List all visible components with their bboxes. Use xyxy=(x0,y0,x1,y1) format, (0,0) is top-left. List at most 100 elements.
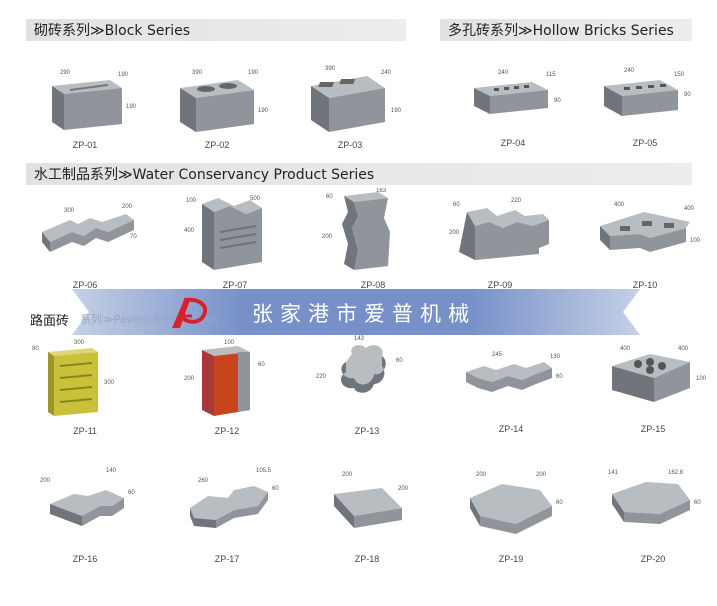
hexagon-paver-image: 260 105.5 60 xyxy=(190,468,279,528)
product-zp-09: 60 220 200 ZP-09 xyxy=(445,192,555,302)
hollow-brick-image: 240 150 90 xyxy=(604,68,691,116)
section-title: 水工制品系列≫Water Conservancy Product Series xyxy=(34,167,375,183)
product-zp-13: 143 220 60 ZP-13 xyxy=(312,332,422,442)
h-block-image: 60 163 200 xyxy=(322,188,390,270)
dim-height: 200 xyxy=(449,230,460,236)
dim-height: 100 xyxy=(690,238,700,244)
square-paver-image: 200 200 xyxy=(334,472,409,528)
dim-length: 390 xyxy=(192,70,203,76)
dim-length: 200 xyxy=(40,478,51,484)
dim-height: 220 xyxy=(316,374,327,380)
product-zp-20: 141 162.8 60 ZP-20 xyxy=(598,464,708,574)
dim-width: 105.5 xyxy=(256,468,272,474)
dim-width: 140 xyxy=(106,468,117,474)
section-header-block: 砌砖系列≫Block Series xyxy=(26,19,406,41)
dim-length: 240 xyxy=(624,68,635,74)
dim-length: 260 xyxy=(198,478,209,484)
section-title-paving: 路面砖 xyxy=(30,314,70,329)
red-paver-image: 100 200 60 xyxy=(184,340,265,416)
dim-height: 70 xyxy=(130,234,137,240)
section-header-water: 水工制品系列≫Water Conservancy Product Series xyxy=(26,163,692,185)
dim-height: 60 xyxy=(272,486,279,492)
product-code: ZP-04 xyxy=(500,138,526,148)
product-code: ZP-16 xyxy=(72,554,98,564)
company-banner xyxy=(72,289,640,335)
dim-length: 290 xyxy=(60,70,71,76)
interlock-slope-image: 60 220 200 xyxy=(449,198,549,260)
product-code: ZP-09 xyxy=(487,280,513,290)
grass-paver-image: 400 400 100 xyxy=(612,346,707,402)
product-code: ZP-13 xyxy=(354,426,380,436)
dim-width: 130 xyxy=(550,354,561,360)
dim-width: 500 xyxy=(250,196,261,202)
dim-height: 200 xyxy=(184,376,195,382)
dim-thickness: 60 xyxy=(396,358,403,364)
product-code: ZP-08 xyxy=(360,280,386,290)
product-code: ZP-10 xyxy=(632,280,658,290)
product-code: ZP-02 xyxy=(204,140,230,150)
product-zp-03: 390 240 190 ZP-03 xyxy=(295,52,405,162)
slope-block-image: 100 500 400 xyxy=(184,196,262,270)
dim-thickness: 60 xyxy=(453,202,460,208)
dim-height: 190 xyxy=(126,104,137,110)
dim-height: 60 xyxy=(556,500,563,506)
dim-height: 190 xyxy=(258,108,269,114)
product-code: ZP-19 xyxy=(498,554,524,564)
dim-height: 200 xyxy=(322,234,333,240)
dim-width: 190 xyxy=(248,70,259,76)
dim-thickness: 60 xyxy=(326,194,333,200)
dim-width: 400 xyxy=(678,346,689,352)
product-code: ZP-03 xyxy=(337,140,363,150)
dim-thickness: 100 xyxy=(186,198,197,204)
product-zp-06: 300 200 70 ZP-06 xyxy=(30,192,140,302)
product-code: ZP-15 xyxy=(640,424,666,434)
dim-width: 200 xyxy=(536,472,547,478)
pentagon-paver-image: 141 162.8 60 xyxy=(608,470,701,524)
dim-length: 245 xyxy=(492,352,503,358)
product-zp-14: 245 130 60 ZP-14 xyxy=(456,336,566,446)
dim-height: 400 xyxy=(184,228,195,234)
dim-length: 400 xyxy=(614,202,625,208)
product-zp-12: 100 200 60 ZP-12 xyxy=(172,336,282,446)
tactile-paver-image: 80 300 300 xyxy=(32,340,115,416)
dim-width: 190 xyxy=(118,72,129,78)
wave-paver-image: 245 130 60 xyxy=(466,352,563,392)
company-logo-icon xyxy=(172,297,208,328)
dim-length: 200 xyxy=(342,472,353,478)
dim-height: 190 xyxy=(391,108,402,114)
dim-length: 240 xyxy=(498,70,509,76)
product-zp-01: 290 190 190 ZP-01 xyxy=(30,52,140,162)
product-code: ZP-18 xyxy=(354,554,380,564)
block-brick-image: 390 240 190 xyxy=(311,66,402,132)
dim-width: 143 xyxy=(354,336,365,342)
product-zp-08: 60 163 200 ZP-08 xyxy=(318,188,428,298)
product-zp-18: 200 200 ZP-18 xyxy=(312,464,422,574)
dim-length: 390 xyxy=(325,66,336,72)
product-code: ZP-01 xyxy=(72,140,98,150)
dim-width: 150 xyxy=(674,72,685,78)
dim-width: 200 xyxy=(398,486,409,492)
product-zp-19: 200 200 60 ZP-19 xyxy=(456,464,566,574)
dim-height: 90 xyxy=(554,98,561,104)
trilobe-paver-image: 143 220 60 xyxy=(316,336,403,393)
product-zp-04: 240 115 90 ZP-04 xyxy=(458,52,568,162)
dim-width: 220 xyxy=(511,198,522,204)
block-brick-image: 290 190 190 xyxy=(52,70,137,130)
dim-length: 141 xyxy=(608,470,619,476)
dim-height: 60 xyxy=(556,374,563,380)
dim-length: 400 xyxy=(620,346,631,352)
product-zp-05: 240 150 90 ZP-05 xyxy=(590,52,700,162)
product-code: ZP-17 xyxy=(214,554,240,564)
product-zp-11: 80 300 300 ZP-11 xyxy=(30,336,140,446)
grid-block-image: 400 400 100 xyxy=(600,202,700,252)
dim-width: 200 xyxy=(122,204,133,210)
dim-width: 300 xyxy=(74,340,85,346)
dim-width: 400 xyxy=(684,206,695,212)
dim-height: 60 xyxy=(694,500,701,506)
interlock-block-image: 300 200 70 xyxy=(42,204,137,252)
dim-width: 162.8 xyxy=(668,470,684,476)
product-zp-15: 400 400 100 ZP-15 xyxy=(598,336,708,446)
i-paver-image: 200 140 60 xyxy=(40,468,135,526)
product-code: ZP-05 xyxy=(632,138,658,148)
dim-thickness: 60 xyxy=(258,362,265,368)
